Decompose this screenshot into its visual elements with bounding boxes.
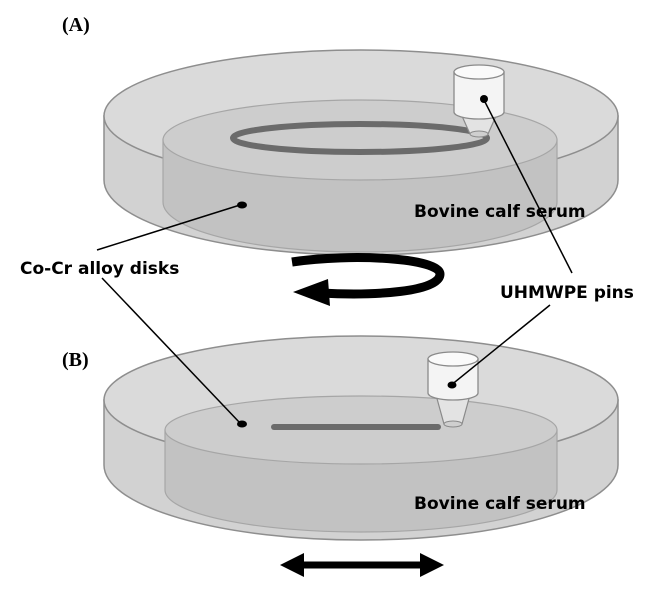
pins-label: UHMWPE pins [500,283,634,303]
serum-label-a: Bovine calf serum [414,202,586,222]
serum-label-b: Bovine calf serum [414,494,586,514]
leader-pins-a [483,99,573,274]
leader-pins-b [449,304,551,387]
panel-label-b: (B) [62,349,89,371]
leader-lines [96,99,573,424]
double-arrow-icon [280,553,444,577]
uhmwpe-pin-b [427,351,479,428]
circular-arrow-icon [291,253,445,306]
circular-wear-track [230,121,490,155]
uhmwpe-pin-a [453,64,505,138]
leader-disks-a [96,204,241,251]
dish-b [103,335,619,541]
leader-disks-b [101,277,241,424]
dish-a [103,49,619,256]
panel-label-a: (A) [62,14,90,36]
disks-label: Co-Cr alloy disks [20,259,180,279]
dish-a-serum-surface [162,99,558,181]
leader-dots [237,95,488,428]
